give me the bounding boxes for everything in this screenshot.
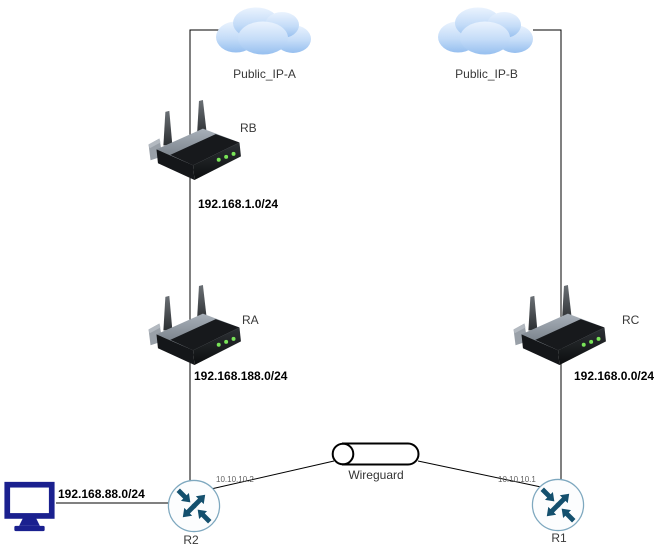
cloud-node-public-ip-a[interactable]: [216, 6, 313, 56]
wireless-router-node-rc[interactable]: [511, 285, 611, 368]
wireless-router-node-ra[interactable]: [146, 285, 246, 368]
router-node-r1[interactable]: [531, 478, 585, 532]
edge-cloud-a-rb-ra-r2: [189, 29, 219, 481]
r1-label: R1: [551, 531, 567, 545]
router-icon: [531, 478, 585, 532]
pc-node[interactable]: [3, 480, 56, 532]
network-label-rb-ra: 192.168.1.0/24: [198, 197, 279, 211]
wireless-router-node-rb[interactable]: [146, 100, 246, 183]
network-label-rc-r1: 192.168.0.0/24: [574, 369, 655, 383]
monitor-icon: [3, 480, 56, 532]
router-icon: [167, 479, 221, 533]
wireless-router-icon: [146, 100, 246, 183]
cloud-icon: [438, 6, 535, 56]
cloud-b-label: Public_IP-B: [455, 67, 518, 81]
router-node-r2[interactable]: [167, 479, 221, 533]
tunnel-node-wireguard[interactable]: [330, 442, 422, 466]
wireless-router-icon: [511, 285, 611, 368]
ra-label: RA: [242, 313, 259, 327]
r2-label: R2: [183, 533, 199, 547]
wireless-router-icon: [146, 285, 246, 368]
cloud-icon: [216, 6, 313, 56]
tunnel-label: Wireguard: [348, 468, 404, 482]
edge-cloud-b-rc-r1: [533, 29, 562, 479]
cloud-a-label: Public_IP-A: [233, 67, 296, 81]
rc-label: RC: [622, 313, 640, 327]
cloud-node-public-ip-b[interactable]: [438, 6, 535, 56]
r1-interface-label: 10.10.10.1: [498, 475, 536, 484]
rb-label: RB: [240, 121, 257, 135]
r2-interface-label: 10.10.10.2: [216, 475, 254, 484]
network-label-ra-r2: 192.168.188.0/24: [194, 369, 288, 383]
tunnel-cylinder-icon: [330, 442, 422, 466]
network-label-pc-r2: 192.168.88.0/24: [58, 487, 145, 501]
